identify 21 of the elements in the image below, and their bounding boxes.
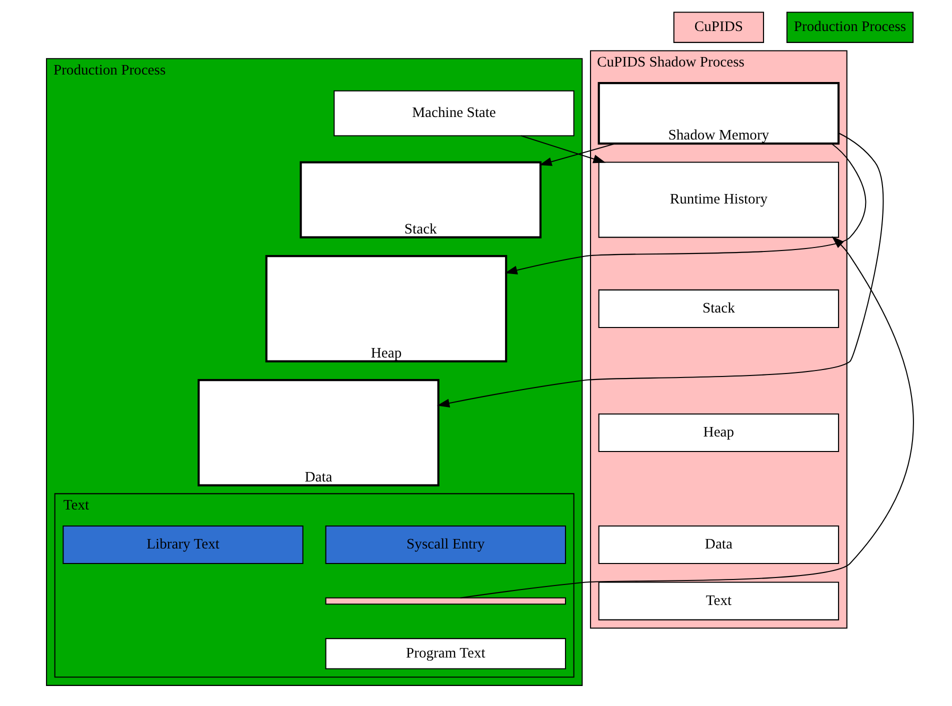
node-box: Shadow Memory — [598, 82, 840, 145]
node-box: Text — [598, 582, 840, 620]
node-box: Program Text — [325, 638, 566, 670]
legend-label: CuPIDS — [694, 19, 744, 36]
node-box: Heap — [598, 413, 840, 452]
node-box: Library Text — [62, 525, 304, 564]
arrow — [504, 143, 866, 274]
arrow — [520, 135, 606, 164]
node-box: Syscall Entry — [325, 525, 566, 564]
arrow — [460, 236, 914, 598]
legend-label: Production Process — [794, 19, 906, 36]
node-box: Stack — [300, 161, 542, 238]
node-box: Data — [598, 525, 840, 564]
node-box: Machine State — [334, 90, 574, 136]
node-box: Data — [198, 379, 440, 486]
node-box: Runtime History — [598, 162, 840, 238]
arrow — [539, 143, 616, 166]
node-bar — [325, 597, 566, 605]
node-box: Stack — [598, 289, 840, 328]
arrow — [437, 132, 884, 408]
node-box: Heap — [265, 255, 508, 362]
